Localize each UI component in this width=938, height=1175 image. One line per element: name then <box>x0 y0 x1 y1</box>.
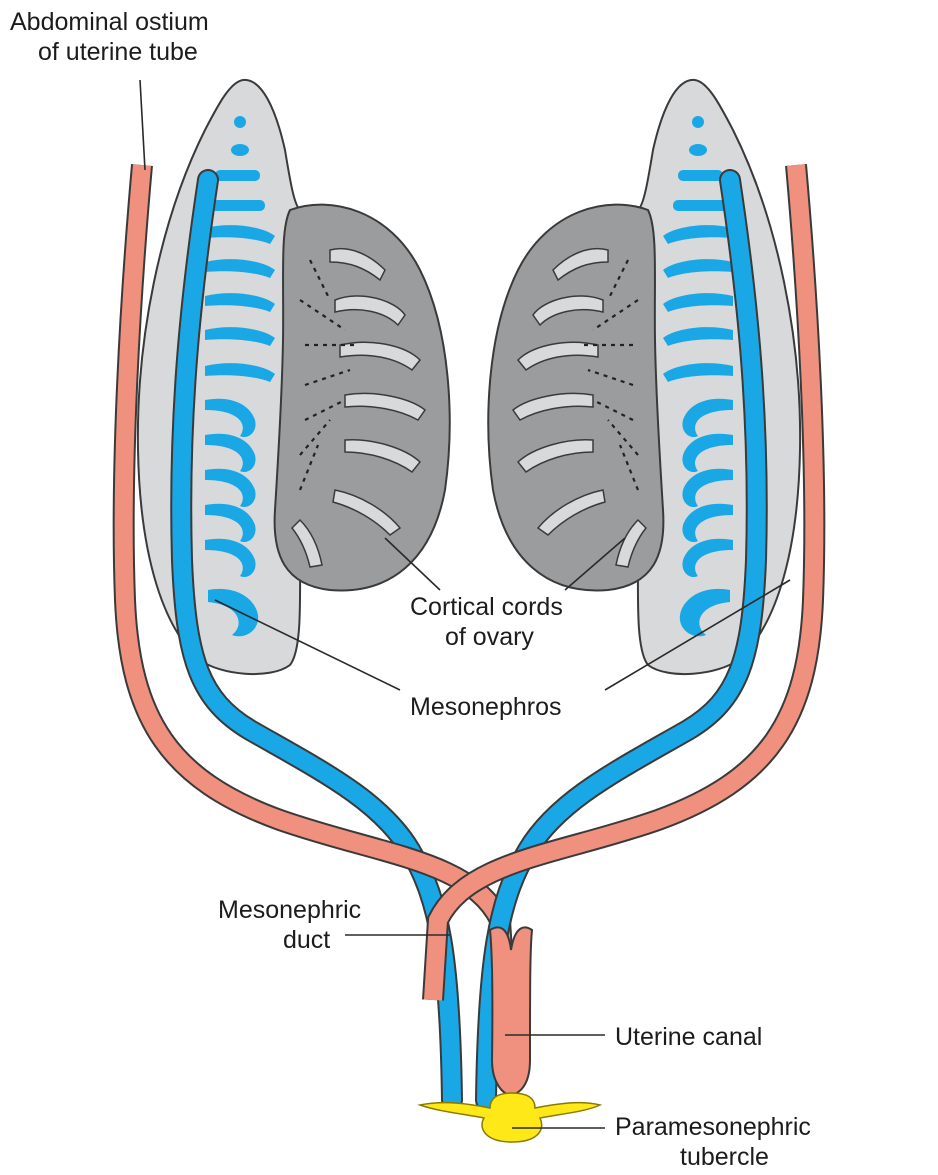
right-structures <box>433 80 814 1100</box>
right-mesonephros <box>638 80 800 674</box>
leader-abdominal-ostium <box>140 80 145 170</box>
label-cortical-cords-line1: Cortical cords <box>410 593 563 621</box>
label-abdominal-ostium-line2: of uterine tube <box>38 38 198 66</box>
label-mesonephros: Mesonephros <box>410 693 561 721</box>
label-abdominal-ostium-line1: Abdominal ostium <box>10 8 209 36</box>
label-paramesonephric-tubercle-line2: tubercle <box>680 1143 769 1171</box>
label-cortical-cords-line2: of ovary <box>445 623 534 651</box>
left-mesonephros <box>138 80 300 674</box>
label-mesonephric-duct-line2: duct <box>283 926 330 954</box>
uterine-canal <box>490 927 532 1095</box>
label-uterine-canal: Uterine canal <box>615 1023 762 1051</box>
label-paramesonephric-tubercle-line1: Paramesonephric <box>615 1113 811 1141</box>
label-mesonephric-duct-line1: Mesonephric <box>218 896 361 924</box>
